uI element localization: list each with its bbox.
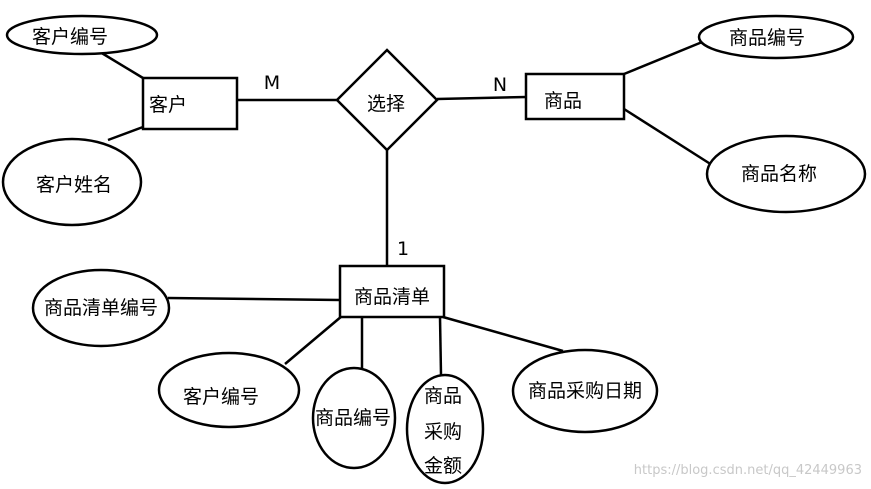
attr-list-customer-id: 客户编号: [157, 351, 301, 429]
entity-product-label: 商品: [544, 90, 582, 112]
attr-list-amount-ellipse: [405, 373, 485, 485]
edge-product-id: [623, 36, 713, 76]
entity-customer: 客户: [141, 76, 239, 131]
attr-list-customer-id-ellipse: [157, 351, 301, 429]
attr-product-id-ellipse: [697, 14, 855, 60]
attr-list-date-label: 商品采购日期: [528, 380, 642, 402]
entity-customer-box: [141, 76, 239, 131]
attr-list-id: 商品清单编号: [31, 268, 171, 348]
attr-list-customer-id-label: 客户编号: [183, 386, 259, 408]
attr-list-amount-line-1: 商品: [424, 385, 462, 407]
cardinality-n: N: [493, 74, 507, 96]
edge-select-product: [436, 95, 527, 101]
entity-product-box: [524, 72, 626, 121]
attr-customer-id-ellipse: [5, 14, 159, 56]
edge-customer-id: [99, 50, 144, 80]
attr-product-name-label: 商品名称: [741, 163, 817, 185]
edges: [99, 36, 713, 376]
edge-product-name: [623, 107, 713, 167]
attr-customer-name: 客户姓名: [1, 137, 143, 227]
cardinality-m: M: [264, 72, 280, 94]
entity-product-list: 商品清单: [338, 264, 446, 319]
attr-product-id-label: 商品编号: [729, 27, 805, 49]
relationship-select-label: 选择: [367, 93, 405, 115]
edge-customer-name: [107, 125, 144, 142]
attr-list-product-id-ellipse: [311, 366, 397, 470]
edge-list-amount: [438, 316, 443, 376]
watermark-text: https://blog.csdn.net/qq_42449963: [634, 463, 862, 478]
attr-list-date-ellipse: [511, 348, 659, 434]
edge-list-date: [442, 315, 564, 353]
edge-list-customer-id: [284, 315, 343, 365]
attr-customer-name-label: 客户姓名: [36, 174, 112, 196]
attr-customer-id: 客户编号: [5, 14, 159, 56]
attr-product-id: 商品编号: [697, 14, 855, 60]
entity-product: 商品: [524, 72, 626, 121]
edge-list-id: [167, 296, 341, 302]
attr-customer-id-label: 客户编号: [32, 26, 108, 48]
attr-list-product-id: 商品编号: [311, 366, 397, 470]
relationship-select: 选择: [335, 48, 439, 152]
attr-list-amount-line-2: 采购: [424, 421, 462, 443]
entity-product-list-box: [338, 264, 446, 319]
attr-list-amount-line-3: 金额: [424, 455, 462, 477]
attr-list-amount: 商品 采购 金额: [405, 373, 485, 485]
attr-list-product-id-label: 商品编号: [315, 407, 391, 429]
attr-list-id-ellipse: [31, 268, 171, 348]
relationship-select-diamond: [335, 48, 439, 152]
attr-list-id-label: 商品清单编号: [44, 297, 158, 319]
attr-product-name-ellipse: [705, 134, 867, 214]
entity-product-list-label: 商品清单: [354, 286, 430, 308]
attr-product-name: 商品名称: [705, 134, 867, 214]
attr-customer-name-ellipse: [1, 137, 143, 227]
attr-list-date: 商品采购日期: [511, 348, 659, 434]
cardinality-1: 1: [397, 238, 409, 260]
entity-customer-label: 客户: [149, 94, 187, 116]
